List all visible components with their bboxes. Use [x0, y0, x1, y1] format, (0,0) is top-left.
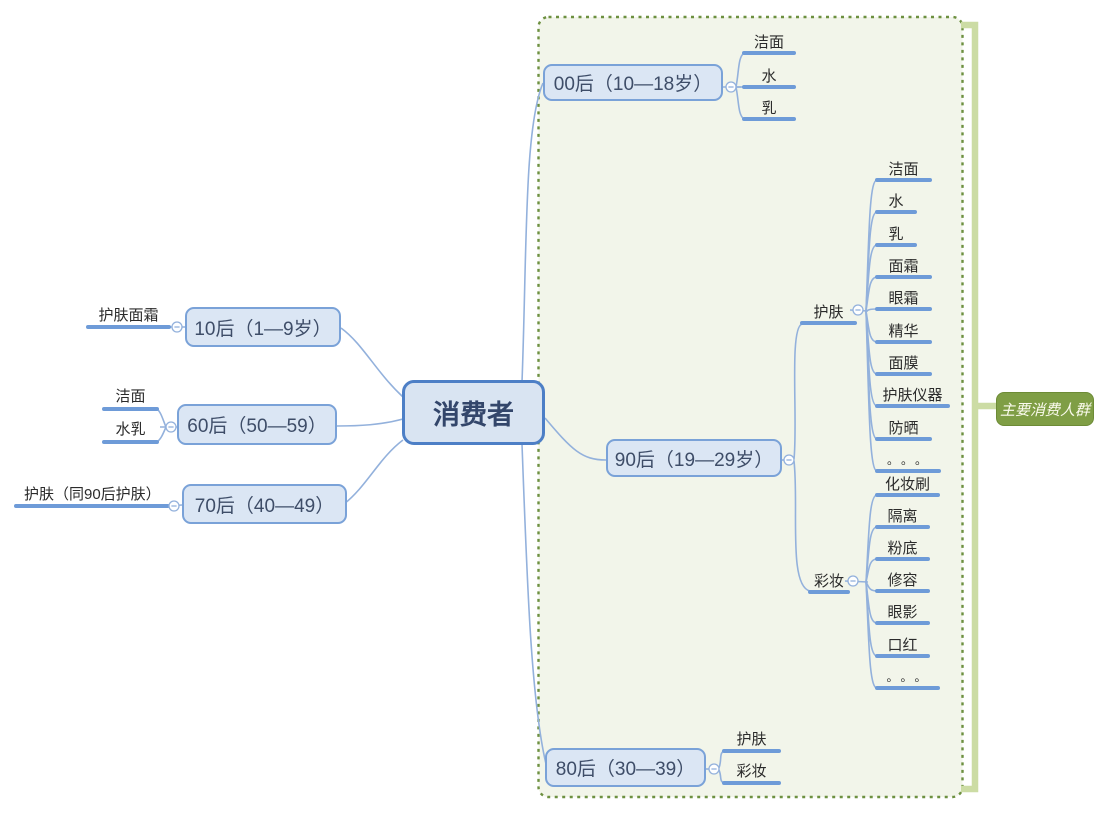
- mindmap-connector: [156, 426, 167, 443]
- group-topic-right-1-groups-0-label[interactable]: 护肤: [813, 304, 844, 321]
- leaf-topic-right-1-groups-1-children-4[interactable]: 眼影: [887, 604, 918, 621]
- mindmap-connector: [340, 327, 404, 398]
- mindmap-connector: [521, 443, 547, 765]
- summary-topic-label: 主要消费人群: [999, 401, 1090, 419]
- topic-80s-label: 80后（30—39）: [555, 759, 696, 780]
- leaf-topic-right-0-children-2[interactable]: 乳: [761, 100, 777, 117]
- leaf-topic-right-1-groups-0-children-7[interactable]: 护肤仪器: [882, 387, 943, 404]
- topic-10s-label: 10后（1—9岁）: [194, 318, 332, 340]
- leaf-topic-left-2-children-0[interactable]: 护肤（同90后护肤）: [24, 486, 161, 503]
- topic-60s-label: 60后（50—59）: [187, 416, 327, 437]
- mindmap-connector: [336, 418, 404, 427]
- mindmap-connector: [865, 310, 878, 472]
- leaf-topic-right-1-groups-0-children-2[interactable]: 乳: [888, 226, 904, 243]
- topic-90s[interactable]: 90后（19—29岁）: [606, 439, 782, 477]
- leaf-topic-right-2-children-0[interactable]: 护肤: [736, 731, 767, 748]
- leaf-topic-right-1-groups-1-children-3[interactable]: 修容: [887, 572, 918, 589]
- leaf-topic-right-1-groups-0-children-8[interactable]: 防晒: [888, 420, 919, 437]
- leaf-topic-right-1-groups-0-children-6[interactable]: 面膜: [888, 355, 919, 372]
- topic-00s[interactable]: 00后（10—18岁）: [543, 64, 723, 101]
- leaf-topic-left-1-children-0[interactable]: 洁面: [115, 388, 146, 405]
- topic-90s-label: 90后（19—29岁）: [614, 449, 774, 471]
- leaf-topic-right-1-groups-0-children-0[interactable]: 洁面: [888, 161, 919, 178]
- mindmap-connector: [343, 439, 404, 505]
- topic-00s-label: 00后（10—18岁）: [553, 74, 713, 95]
- leaf-topic-right-1-groups-1-children-1[interactable]: 隔离: [887, 508, 918, 525]
- group-boundary[interactable]: [537, 15, 964, 799]
- leaf-topic-right-1-groups-0-children-3[interactable]: 面霜: [888, 258, 919, 275]
- leaf-topic-right-1-groups-1-children-6[interactable]: 。。。: [886, 670, 935, 684]
- leaf-topic-right-1-groups-0-children-5[interactable]: 精华: [888, 323, 919, 340]
- root-topic-label: 消费者: [433, 400, 514, 430]
- leaf-topic-right-1-groups-1-children-2[interactable]: 粉底: [887, 540, 918, 557]
- leaf-topic-left-1-children-1[interactable]: 水乳: [115, 421, 146, 438]
- group-topic-right-1-groups-1-label[interactable]: 彩妆: [813, 573, 844, 590]
- leaf-topic-right-2-children-1[interactable]: 彩妆: [736, 763, 767, 780]
- leaf-topic-right-1-groups-0-children-9[interactable]: 。。。: [886, 453, 935, 467]
- topic-60s[interactable]: 60后（50—59）: [177, 404, 337, 445]
- leaf-topic-right-1-groups-0-children-1[interactable]: 水: [888, 193, 904, 210]
- mindmap-connector: [793, 323, 803, 460]
- topic-10s[interactable]: 10后（1—9岁）: [185, 307, 341, 347]
- mindmap-connector: [865, 581, 878, 689]
- mindmap-connector: [544, 417, 607, 461]
- leaf-topic-right-0-children-1[interactable]: 水: [761, 68, 777, 85]
- summary-topic[interactable]: 主要消费人群: [996, 392, 1094, 426]
- leaf-topic-right-1-groups-0-children-4[interactable]: 眼霜: [888, 290, 919, 307]
- leaf-topic-left-0-children-0[interactable]: 护肤面霜: [98, 307, 159, 324]
- leaf-topic-right-0-children-0[interactable]: 洁面: [753, 34, 784, 51]
- topic-80s[interactable]: 80后（30—39）: [545, 748, 706, 787]
- mindmap-connector: [521, 82, 544, 383]
- topic-70s-label: 70后（40—49）: [194, 495, 335, 517]
- mindmap-connector: [156, 408, 167, 428]
- leaf-topic-right-1-groups-1-children-5[interactable]: 口红: [887, 637, 918, 654]
- leaf-topic-right-1-groups-1-children-0[interactable]: 化妆刷: [884, 476, 930, 493]
- mindmap-connector: [793, 460, 811, 592]
- root-topic[interactable]: 消费者: [402, 380, 545, 445]
- topic-70s[interactable]: 70后（40—49）: [182, 484, 347, 524]
